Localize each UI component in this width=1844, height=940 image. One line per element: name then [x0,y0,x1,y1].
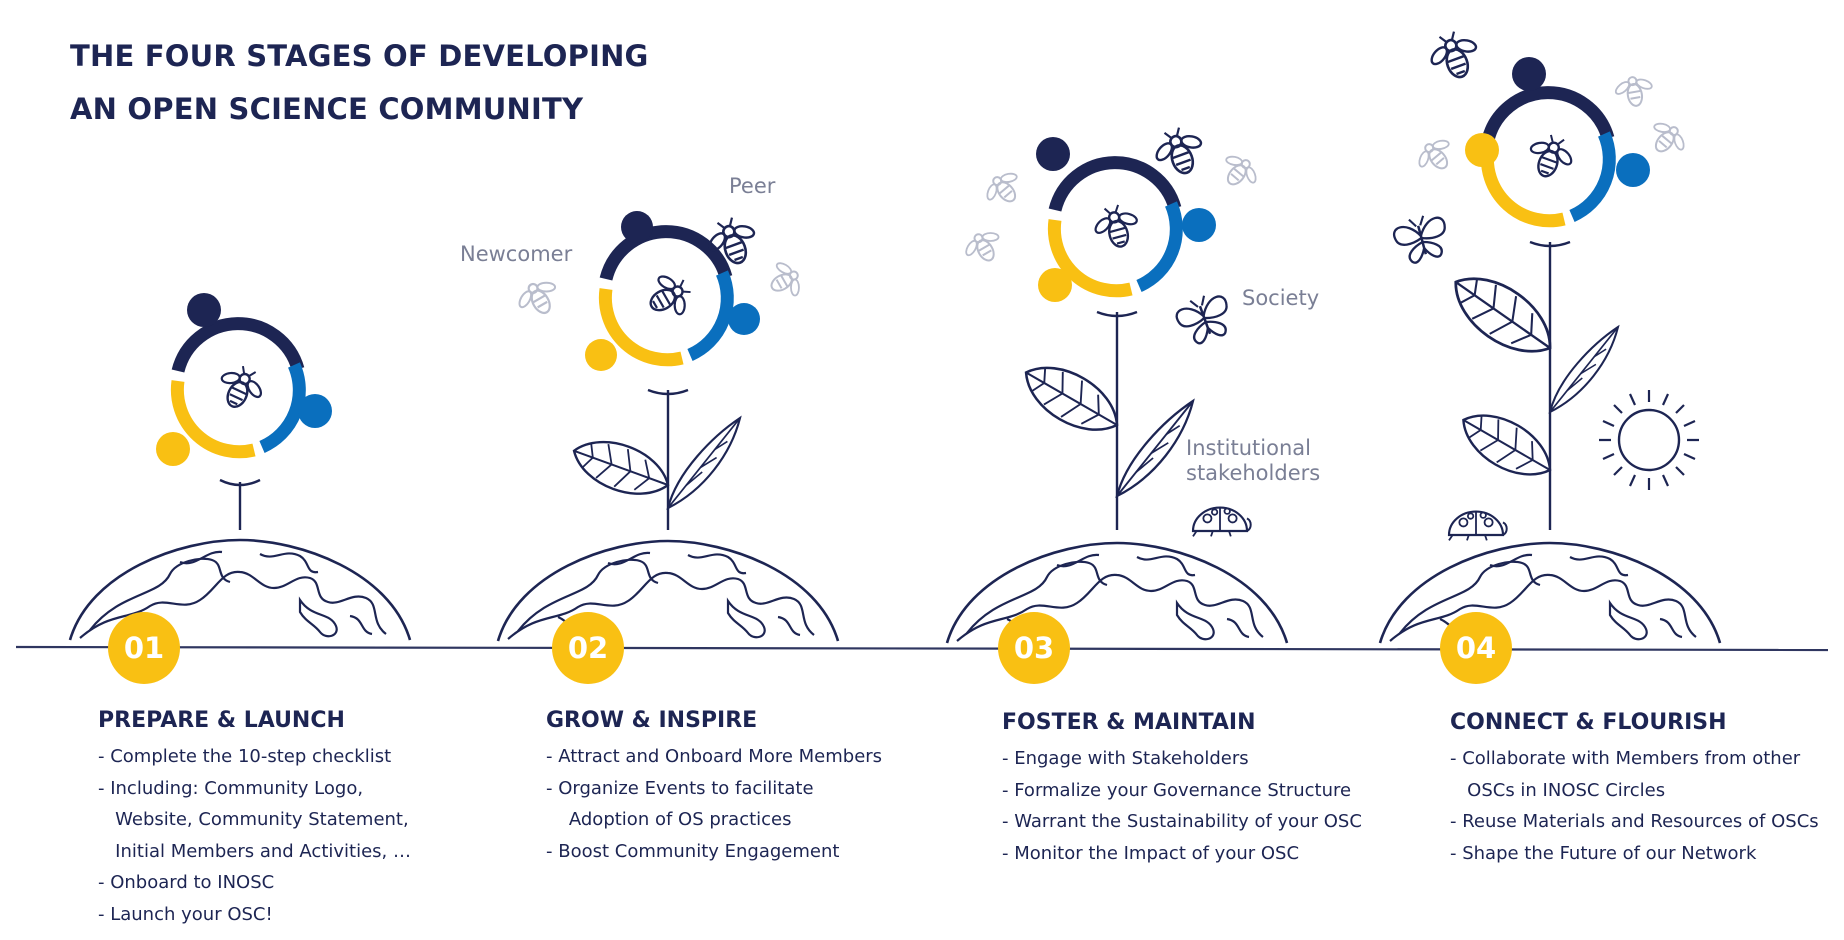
stage-01-item: - Complete the 10-step checklist [98,746,392,767]
title-line-1: THE FOUR STAGES OF DEVELOPING [70,39,649,73]
stage-04-item: - Collaborate with Members from other [1450,748,1801,769]
stage-01-heading: PREPARE & LAUNCH [98,708,345,733]
stage-01-text: PREPARE & LAUNCH - Complete the 10-step … [98,708,411,930]
community-circle-03 [1036,137,1216,302]
stage-02-plant [496,210,840,643]
stage-01-badge: 01 [108,612,180,684]
label-institutional-line-1: Institutional [1186,436,1311,460]
stage-02-heading: GROW & INSPIRE [546,708,758,733]
stage-02-item: - Boost Community Engagement [546,840,840,862]
label-institutional-stakeholders: Institutional stakeholders [1186,436,1320,486]
community-circle-04 [1465,57,1650,228]
stage-04-plant [1378,24,1722,645]
stage-02-text: GROW & INSPIRE - Attract and Onboard Mor… [546,708,882,867]
stage-04-item: - Reuse Materials and Resources of OSCs [1450,811,1819,832]
community-circle-01 [156,293,332,466]
stage-03-item: - Engage with Stakeholders [1002,748,1249,769]
label-institutional-line-2: stakeholders [1186,461,1321,485]
stage-01-item: - Onboard to INOSC [98,872,275,893]
stage-02-item: Adoption of OS practices [546,809,792,830]
stage-04-badge: 04 [1440,612,1512,684]
stage-01-item: - Launch your OSC! [98,903,273,925]
community-circle-02 [585,211,760,371]
stage-01-item: Initial Members and Activities, … [98,840,411,862]
stage-04-item: - Shape the Future of our Network [1450,842,1757,864]
stage-02-item: - Organize Events to facilitate [546,777,814,799]
stage-04-item: OSCs in INOSC Circles [1450,779,1666,801]
stage-01-plant [68,293,412,642]
stage-03-text: FOSTER & MAINTAIN - Engage with Stakehol… [1002,710,1362,869]
label-peer: Peer [729,174,776,198]
label-society: Society [1242,286,1320,310]
title-line-2: AN OPEN SCIENCE COMMUNITY [70,92,584,126]
stage-03-item: - Formalize your Governance Structure [1002,779,1352,801]
stage-03-plant [945,120,1289,645]
stage-01-item: Website, Community Statement, [98,809,409,830]
stage-03-item: - Monitor the Impact of your OSC [1002,842,1300,864]
stage-02-item: - Attract and Onboard More Members [546,746,883,767]
stage-03-badge: 03 [998,612,1070,684]
stage-01-item: - Including: Community Logo, [98,777,364,799]
stage-02-badge: 02 [552,612,624,684]
sun-icon [1599,390,1699,490]
stage-04-text: CONNECT & FLOURISH - Collaborate with Me… [1450,710,1819,869]
stage-03-item: - Warrant the Sustainability of your OSC [1002,811,1362,832]
label-newcomer: Newcomer [460,242,573,266]
stage-03-heading: FOSTER & MAINTAIN [1002,710,1256,735]
stage-04-heading: CONNECT & FLOURISH [1450,710,1727,735]
page-title: THE FOUR STAGES OF DEVELOPING AN OPEN SC… [70,30,649,136]
